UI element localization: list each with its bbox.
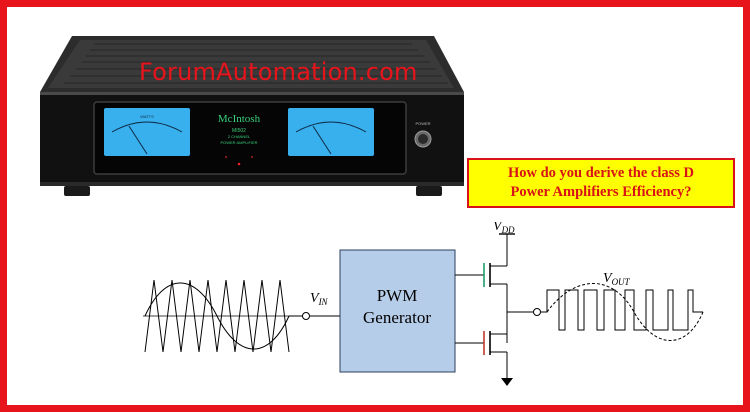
generator-label: Generator: [363, 308, 431, 327]
output-waveform: [541, 283, 704, 341]
input-waveform: [143, 279, 295, 353]
vdd-label: V: [493, 222, 503, 234]
pwm-label: PWM: [377, 286, 418, 305]
vdd-subscript: DD: [501, 225, 515, 235]
amplifier-image: WATTS McIntosh MI502 2 CHANNEL POWER AMP…: [40, 36, 464, 196]
brand-logo: McIntosh: [218, 113, 261, 125]
meter-label: WATTS: [140, 114, 154, 119]
model-label: MI502: [232, 128, 246, 134]
vout-node: [533, 308, 541, 316]
circuit-diagram: VIN PWM Generator VDD VOUT: [143, 222, 704, 386]
vout-subscript: OUT: [612, 277, 631, 287]
question-line-2: Power Amplifiers Efficiency?: [510, 184, 692, 200]
question-line-1: How do you derive the class D: [507, 165, 695, 181]
ground-arrow-icon: [501, 378, 513, 386]
watermark-text: ForumAutomation.com: [139, 58, 418, 86]
vin-label: V: [310, 291, 320, 306]
vin-subscript: IN: [318, 297, 329, 307]
power-label: POWER: [415, 121, 430, 126]
vout-label: V: [603, 271, 613, 286]
question-box: How do you derive the class D Power Ampl…: [467, 158, 735, 208]
subtitle-2: POWER AMPLIFIER: [220, 140, 257, 145]
svg-text:VOUT: VOUT: [603, 271, 631, 287]
nmos-transistor: [483, 331, 508, 370]
svg-text:VDD: VDD: [493, 222, 515, 235]
subtitle-1: 2 CHANNEL: [228, 134, 251, 139]
pmos-transistor: [483, 248, 508, 343]
vin-node: [302, 312, 310, 320]
pwm-generator-block: [339, 249, 456, 373]
svg-text:VIN: VIN: [310, 291, 329, 307]
